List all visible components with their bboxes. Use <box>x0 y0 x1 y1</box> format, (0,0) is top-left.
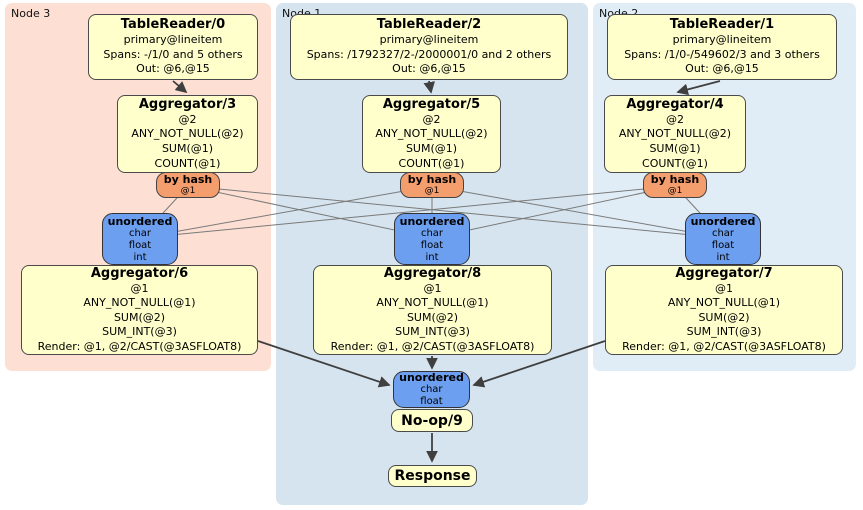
detail-line: primary@lineitem <box>672 33 772 47</box>
sync-unordered-final: unordered char float <box>393 371 470 408</box>
detail-line: Out: @6,@15 <box>392 62 466 76</box>
sync-type: int <box>716 251 730 263</box>
detail-line: primary@lineitem <box>123 33 223 47</box>
processor-aggregator-8: Aggregator/8 @1 ANY_NOT_NULL(@1) SUM(@2)… <box>313 265 552 355</box>
detail-line: @2 <box>178 112 197 126</box>
router-title: by hash <box>650 173 700 186</box>
processor-title: TableReader/0 <box>120 17 226 33</box>
router-by-hash-node3: by hash @1 <box>156 172 220 198</box>
response-title: Response <box>394 468 471 484</box>
processor-title: Aggregator/4 <box>626 96 724 112</box>
detail-line: SUM(@1) <box>405 142 458 155</box>
sync-type: char <box>711 227 735 239</box>
router-by-hash-node2: by hash @1 <box>643 172 707 198</box>
detail-line: Out: @6,@15 <box>136 62 210 76</box>
detail-line: Out: @6,@15 <box>685 62 759 76</box>
processor-tablereader-2: TableReader/2 primary@lineitem Spans: /1… <box>290 14 568 80</box>
processor-title: Aggregator/3 <box>138 96 237 112</box>
detail-line: COUNT(@1) <box>642 156 708 170</box>
detail-line: ANY_NOT_NULL(@1) <box>376 296 489 310</box>
router-column: @1 <box>424 186 440 196</box>
processor-title: TableReader/1 <box>669 17 775 33</box>
processor-aggregator-7: Aggregator/7 @1 ANY_NOT_NULL(@1) SUM(@2)… <box>605 265 843 355</box>
processor-title: No-op/9 <box>401 412 463 429</box>
processor-aggregator-4: Aggregator/4 @2 ANY_NOT_NULL(@2) SUM(@1)… <box>604 95 746 173</box>
detail-line: Render: @1, @2/CAST(@3ASFLOAT8) <box>330 339 535 353</box>
detail-line: Render: @1, @2/CAST(@3ASFLOAT8) <box>622 339 826 353</box>
detail-line: ANY_NOT_NULL(@2) <box>131 127 244 141</box>
detail-line: COUNT(@1) <box>154 156 221 170</box>
router-title: by hash <box>163 173 213 186</box>
router-by-hash-node1: by hash @1 <box>400 172 464 198</box>
sync-title: unordered <box>399 214 465 228</box>
detail-line: Spans: -/1/0 and 5 others <box>103 47 243 61</box>
processor-title: Aggregator/6 <box>90 265 189 281</box>
processor-aggregator-3: Aggregator/3 @2 ANY_NOT_NULL(@2) SUM(@1)… <box>117 95 258 173</box>
sync-title: unordered <box>399 371 464 384</box>
response-box: Response <box>388 465 477 487</box>
detail-line: ANY_NOT_NULL(@2) <box>375 127 488 141</box>
detail-line: SUM(@1) <box>649 142 701 155</box>
sync-type: float <box>711 239 735 251</box>
node-group-3-label: Node 3 <box>11 7 51 20</box>
detail-line: SUM(@2) <box>698 310 750 324</box>
sync-type: float <box>420 396 443 407</box>
detail-line: ANY_NOT_NULL(@2) <box>618 127 732 141</box>
processor-aggregator-5: Aggregator/5 @2 ANY_NOT_NULL(@2) SUM(@1)… <box>362 95 501 173</box>
processor-tablereader-1: TableReader/1 primary@lineitem Spans: /1… <box>607 14 837 80</box>
detail-line: Spans: /1/0-/549602/3 and 3 others <box>624 47 820 61</box>
sync-title: unordered <box>690 214 756 228</box>
processor-title: Aggregator/8 <box>383 265 482 281</box>
detail-line: SUM(@2) <box>406 310 459 324</box>
sync-type: int <box>133 251 147 263</box>
detail-line: ANY_NOT_NULL(@1) <box>667 296 781 310</box>
sync-unordered-node2: unordered char float int <box>685 213 761 265</box>
processor-title: Aggregator/7 <box>675 265 773 281</box>
detail-line: SUM(@2) <box>113 310 166 324</box>
detail-line: Spans: /1792327/2-/2000001/0 and 2 other… <box>306 47 552 61</box>
processor-title: Aggregator/5 <box>382 96 481 112</box>
sync-type: float <box>128 239 152 251</box>
detail-line: SUM_INT(@3) <box>102 325 177 339</box>
detail-line: @1 <box>130 281 149 295</box>
detail-line: primary@lineitem <box>379 33 479 47</box>
sync-type: int <box>425 251 439 263</box>
detail-line: Render: @1, @2/CAST(@3ASFLOAT8) <box>37 339 242 353</box>
sync-unordered-node3: unordered char float int <box>102 213 178 265</box>
detail-line: SUM(@1) <box>161 142 214 155</box>
router-column: @1 <box>180 186 196 196</box>
processor-noop-9: No-op/9 <box>391 409 473 432</box>
sync-title: unordered <box>107 214 173 228</box>
sync-type: char <box>420 227 444 239</box>
detail-line: SUM_INT(@3) <box>686 325 762 339</box>
detail-line: ANY_NOT_NULL(@1) <box>83 296 196 310</box>
processor-tablereader-0: TableReader/0 primary@lineitem Spans: -/… <box>88 14 258 80</box>
router-title: by hash <box>407 173 457 186</box>
detail-line: @1 <box>715 281 733 295</box>
sync-unordered-node1: unordered char float int <box>394 213 470 265</box>
detail-line: COUNT(@1) <box>398 156 465 170</box>
detail-line: SUM_INT(@3) <box>395 325 470 339</box>
detail-line: @2 <box>422 112 441 126</box>
detail-line: @2 <box>666 112 684 126</box>
sync-type: char <box>128 227 152 239</box>
processor-title: TableReader/2 <box>376 17 482 33</box>
sync-type: float <box>420 239 444 251</box>
detail-line: @1 <box>423 281 442 295</box>
router-column: @1 <box>667 186 683 196</box>
processor-aggregator-6: Aggregator/6 @1 ANY_NOT_NULL(@1) SUM(@2)… <box>21 265 258 355</box>
sync-type: char <box>420 384 443 395</box>
